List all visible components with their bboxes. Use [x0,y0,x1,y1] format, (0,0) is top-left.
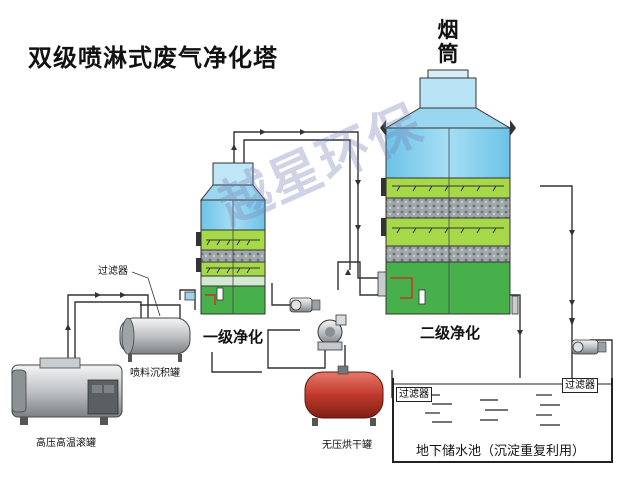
spray-tank-label: 喷料沉积罐 [130,368,180,379]
filter-top-label: 过滤器 [98,266,128,277]
chimney-label: 烟筒 [437,18,459,66]
stage2-tower [377,69,519,315]
pipe-fan [337,261,383,296]
flow-arrows [65,129,575,336]
dry-tank-label: 无压烘干罐 [322,440,372,451]
circulation-pump-1 [289,297,321,313]
filter-left-box: 过滤器 [396,387,432,402]
spray-sediment-tank [119,317,191,362]
stage1-tower [196,162,267,315]
filter-right-box: 过滤器 [562,378,598,393]
circulation-pump-2 [569,318,607,355]
page-title: 双级喷淋式废气净化塔 [28,44,278,72]
stage1-label: 一级净化 [203,328,264,346]
drying-tank [304,365,384,426]
hp-tank-label: 高压高温滚罐 [36,438,96,449]
pipe-stage1-to-stage2 [233,131,383,279]
pipe-stage2-return [540,185,573,378]
exhaust-fan [317,314,347,351]
water-tank-label: 地下储水池（沉淀重复利用） [416,444,586,459]
high-pressure-tank [11,357,123,425]
stage2-label: 二级净化 [420,324,481,342]
